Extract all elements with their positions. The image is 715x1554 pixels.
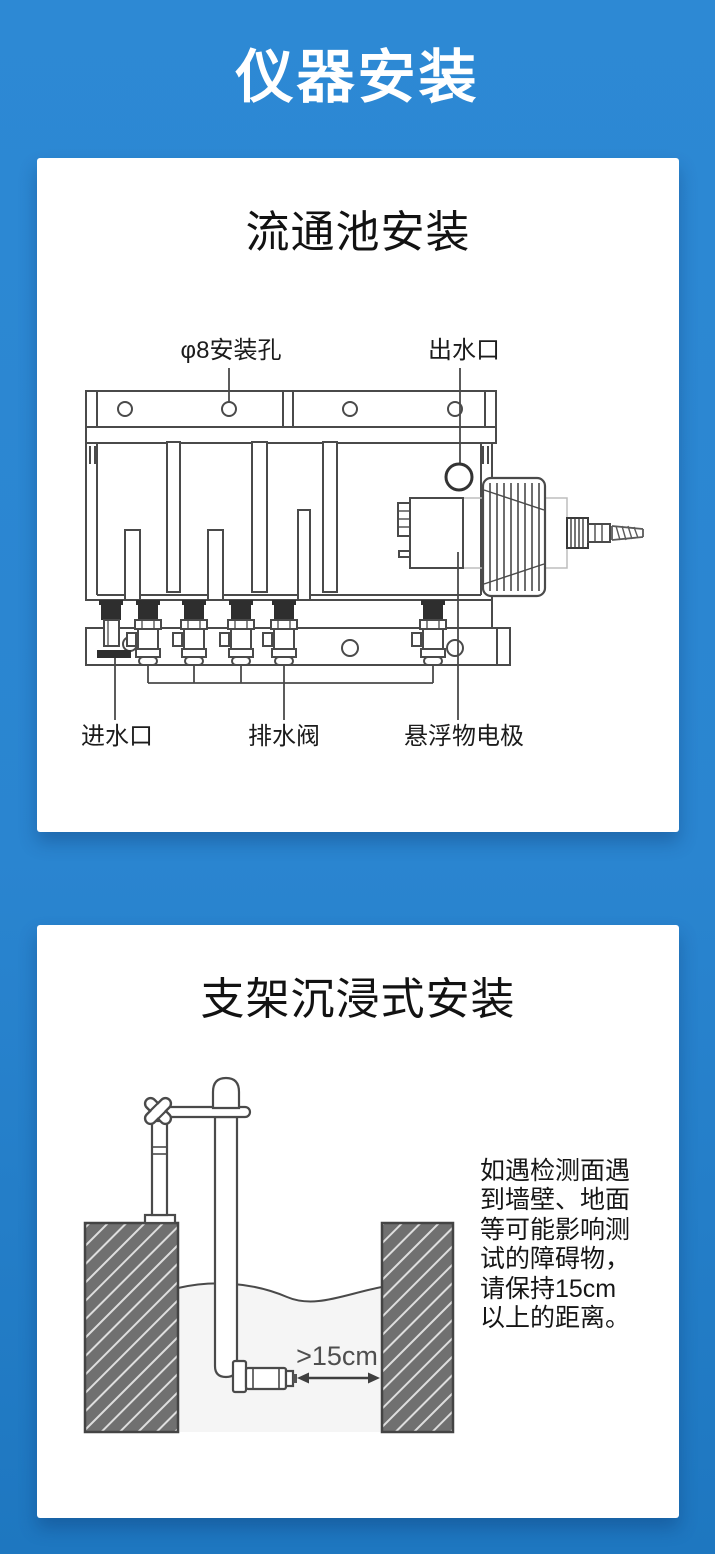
bottom-rail xyxy=(85,600,511,666)
left-wall xyxy=(83,1221,180,1434)
label-water-inlet: 进水口 xyxy=(81,723,153,750)
note-line: 请保持15cm xyxy=(480,1274,617,1303)
note-line: 到墙壁、地面 xyxy=(480,1186,631,1215)
flow-cell-diagram: φ8安装孔 出水口 进水口 排水阀 悬浮物电极 xyxy=(81,337,644,750)
immersion-card: 支架沉浸式安装 xyxy=(37,925,679,1518)
cable-gland xyxy=(566,517,611,549)
flow-baffles xyxy=(124,441,338,601)
drain-valve xyxy=(411,599,447,666)
top-leader-lines xyxy=(228,368,461,464)
ribbed-clamp xyxy=(481,476,547,598)
label-water-outlet: 出水口 xyxy=(428,337,500,364)
drain-piping xyxy=(114,552,459,720)
note-line: 等可能影响测 xyxy=(480,1215,631,1244)
immersion-note: 如遇检测面遇 到墙壁、地面 等可能影响测 试的障碍物， 请保持15cm 以上的距… xyxy=(480,1157,630,1333)
distance-label: >15cm xyxy=(296,1341,378,1371)
clamp-knob-icon xyxy=(143,1096,173,1126)
flow-cell-labels: φ8安装孔 出水口 进水口 排水阀 悬浮物电极 xyxy=(81,337,524,750)
label-drain-valve: 排水阀 xyxy=(248,723,320,750)
mount-bracket xyxy=(143,1119,177,1225)
drain-valve xyxy=(172,599,208,666)
note-line: 如遇检测面遇 xyxy=(480,1157,631,1185)
note-line: 以上的距离。 xyxy=(480,1304,631,1333)
flow-cell-card: 流通池安装 xyxy=(37,158,679,832)
outlet-port xyxy=(444,462,474,492)
mounting-hole xyxy=(342,401,358,417)
drain-valves xyxy=(126,599,447,666)
pole-cap xyxy=(211,1076,241,1110)
immersion-diagram: >15cm xyxy=(83,1076,455,1434)
flow-cell-title: 流通池安装 xyxy=(245,208,471,257)
sensor-head xyxy=(231,1359,297,1394)
page-title: 仪器安装 xyxy=(235,45,480,110)
spiral-cable xyxy=(611,525,644,541)
top-mounting-bar xyxy=(85,390,497,444)
drain-valve xyxy=(126,599,162,666)
mounting-hole xyxy=(221,401,237,417)
right-wall xyxy=(380,1221,455,1434)
drain-valve xyxy=(262,599,298,666)
immersion-title: 支架沉浸式安装 xyxy=(200,975,516,1024)
sensor-pole xyxy=(213,1115,239,1379)
distance-arrow xyxy=(297,1372,380,1384)
label-mounting-hole: φ8安装孔 xyxy=(181,337,282,364)
water-surface xyxy=(177,1282,383,1303)
label-electrode: 悬浮物电极 xyxy=(404,723,524,750)
note-line: 试的障碍物， xyxy=(480,1245,631,1274)
mounting-hole xyxy=(117,401,133,417)
drain-valve xyxy=(219,599,255,666)
mounting-hole xyxy=(447,401,463,417)
electrode-box xyxy=(397,497,464,569)
